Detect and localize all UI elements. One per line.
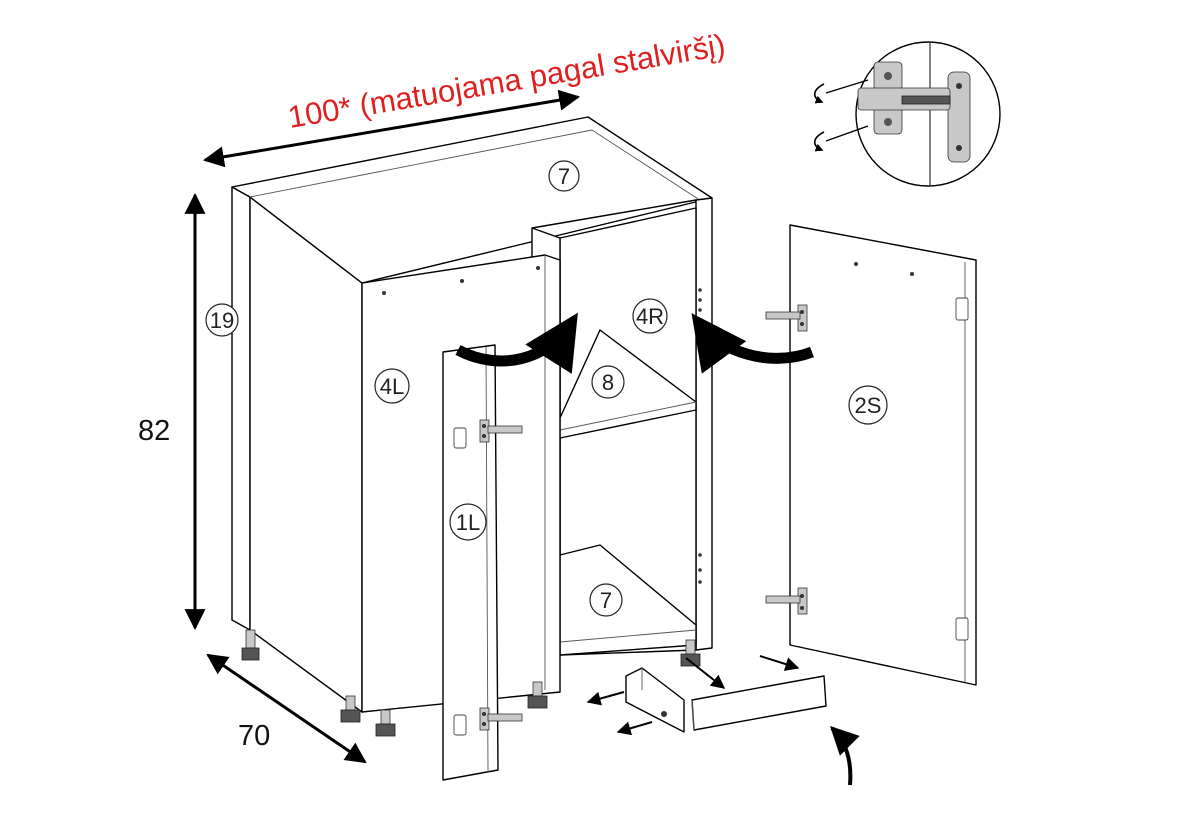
- svg-text:1L: 1L: [456, 510, 480, 535]
- depth-label: 70: [238, 720, 270, 752]
- arrow-icon: [685, 657, 726, 689]
- part-label-right-side: 4R: [632, 298, 668, 334]
- part-label-shelf: 8: [591, 365, 625, 399]
- hinge-icon: [479, 707, 523, 731]
- leveling-foot-icon: [340, 695, 361, 723]
- part-label-left-door: 1L: [449, 503, 487, 541]
- depth-dimension: 70: [206, 653, 367, 764]
- width-dimension: 100* (matuojama pagal stalviršį): [202, 27, 728, 168]
- width-label: 100* (matuojama pagal stalviršį): [285, 27, 728, 135]
- hinge-icon: [479, 419, 523, 443]
- arrow-icon: [586, 691, 625, 706]
- part-label-side-left: 19: [205, 303, 239, 337]
- svg-text:7: 7: [558, 164, 570, 189]
- plinth-pieces: [625, 667, 827, 733]
- assembly-arrows: [455, 312, 860, 786]
- part-label-top: 7: [548, 160, 580, 192]
- leveling-foot-icon: [375, 709, 396, 737]
- screwdriver-icon: [813, 79, 869, 152]
- left-door: [442, 344, 523, 781]
- svg-text:4L: 4L: [380, 374, 404, 399]
- height-dimension: 82: [138, 192, 206, 631]
- arrow-icon: [691, 313, 814, 374]
- arrow-icon: [616, 721, 653, 736]
- part-labels: 7 19 4L 4R 8 7 1L 2S: [205, 160, 888, 617]
- side-left-panel: [231, 186, 251, 631]
- leveling-foot-icon: [680, 639, 701, 667]
- svg-text:2S: 2S: [855, 393, 882, 418]
- svg-text:19: 19: [210, 308, 234, 333]
- leveling-foot-icon: [527, 681, 548, 709]
- part-label-bottom: 7: [589, 583, 623, 617]
- hinge-icon: [765, 304, 808, 332]
- part-label-right-door: 2S: [848, 385, 888, 425]
- height-label: 82: [138, 415, 170, 447]
- svg-text:4R: 4R: [636, 304, 664, 329]
- leveling-feet: [241, 629, 701, 737]
- arrow-icon: [759, 655, 800, 671]
- hinge-detail-icon: [813, 41, 1001, 187]
- svg-text:8: 8: [602, 370, 614, 395]
- hinge-icon: [765, 587, 808, 615]
- arrow-icon: [830, 726, 860, 786]
- right-door: [765, 224, 977, 686]
- cabinet-carcass: [231, 116, 713, 713]
- svg-text:7: 7: [600, 588, 612, 613]
- part-label-left-blind-panel: 4L: [374, 368, 410, 404]
- arrow-icon: [455, 312, 578, 374]
- leveling-foot-icon: [241, 629, 260, 661]
